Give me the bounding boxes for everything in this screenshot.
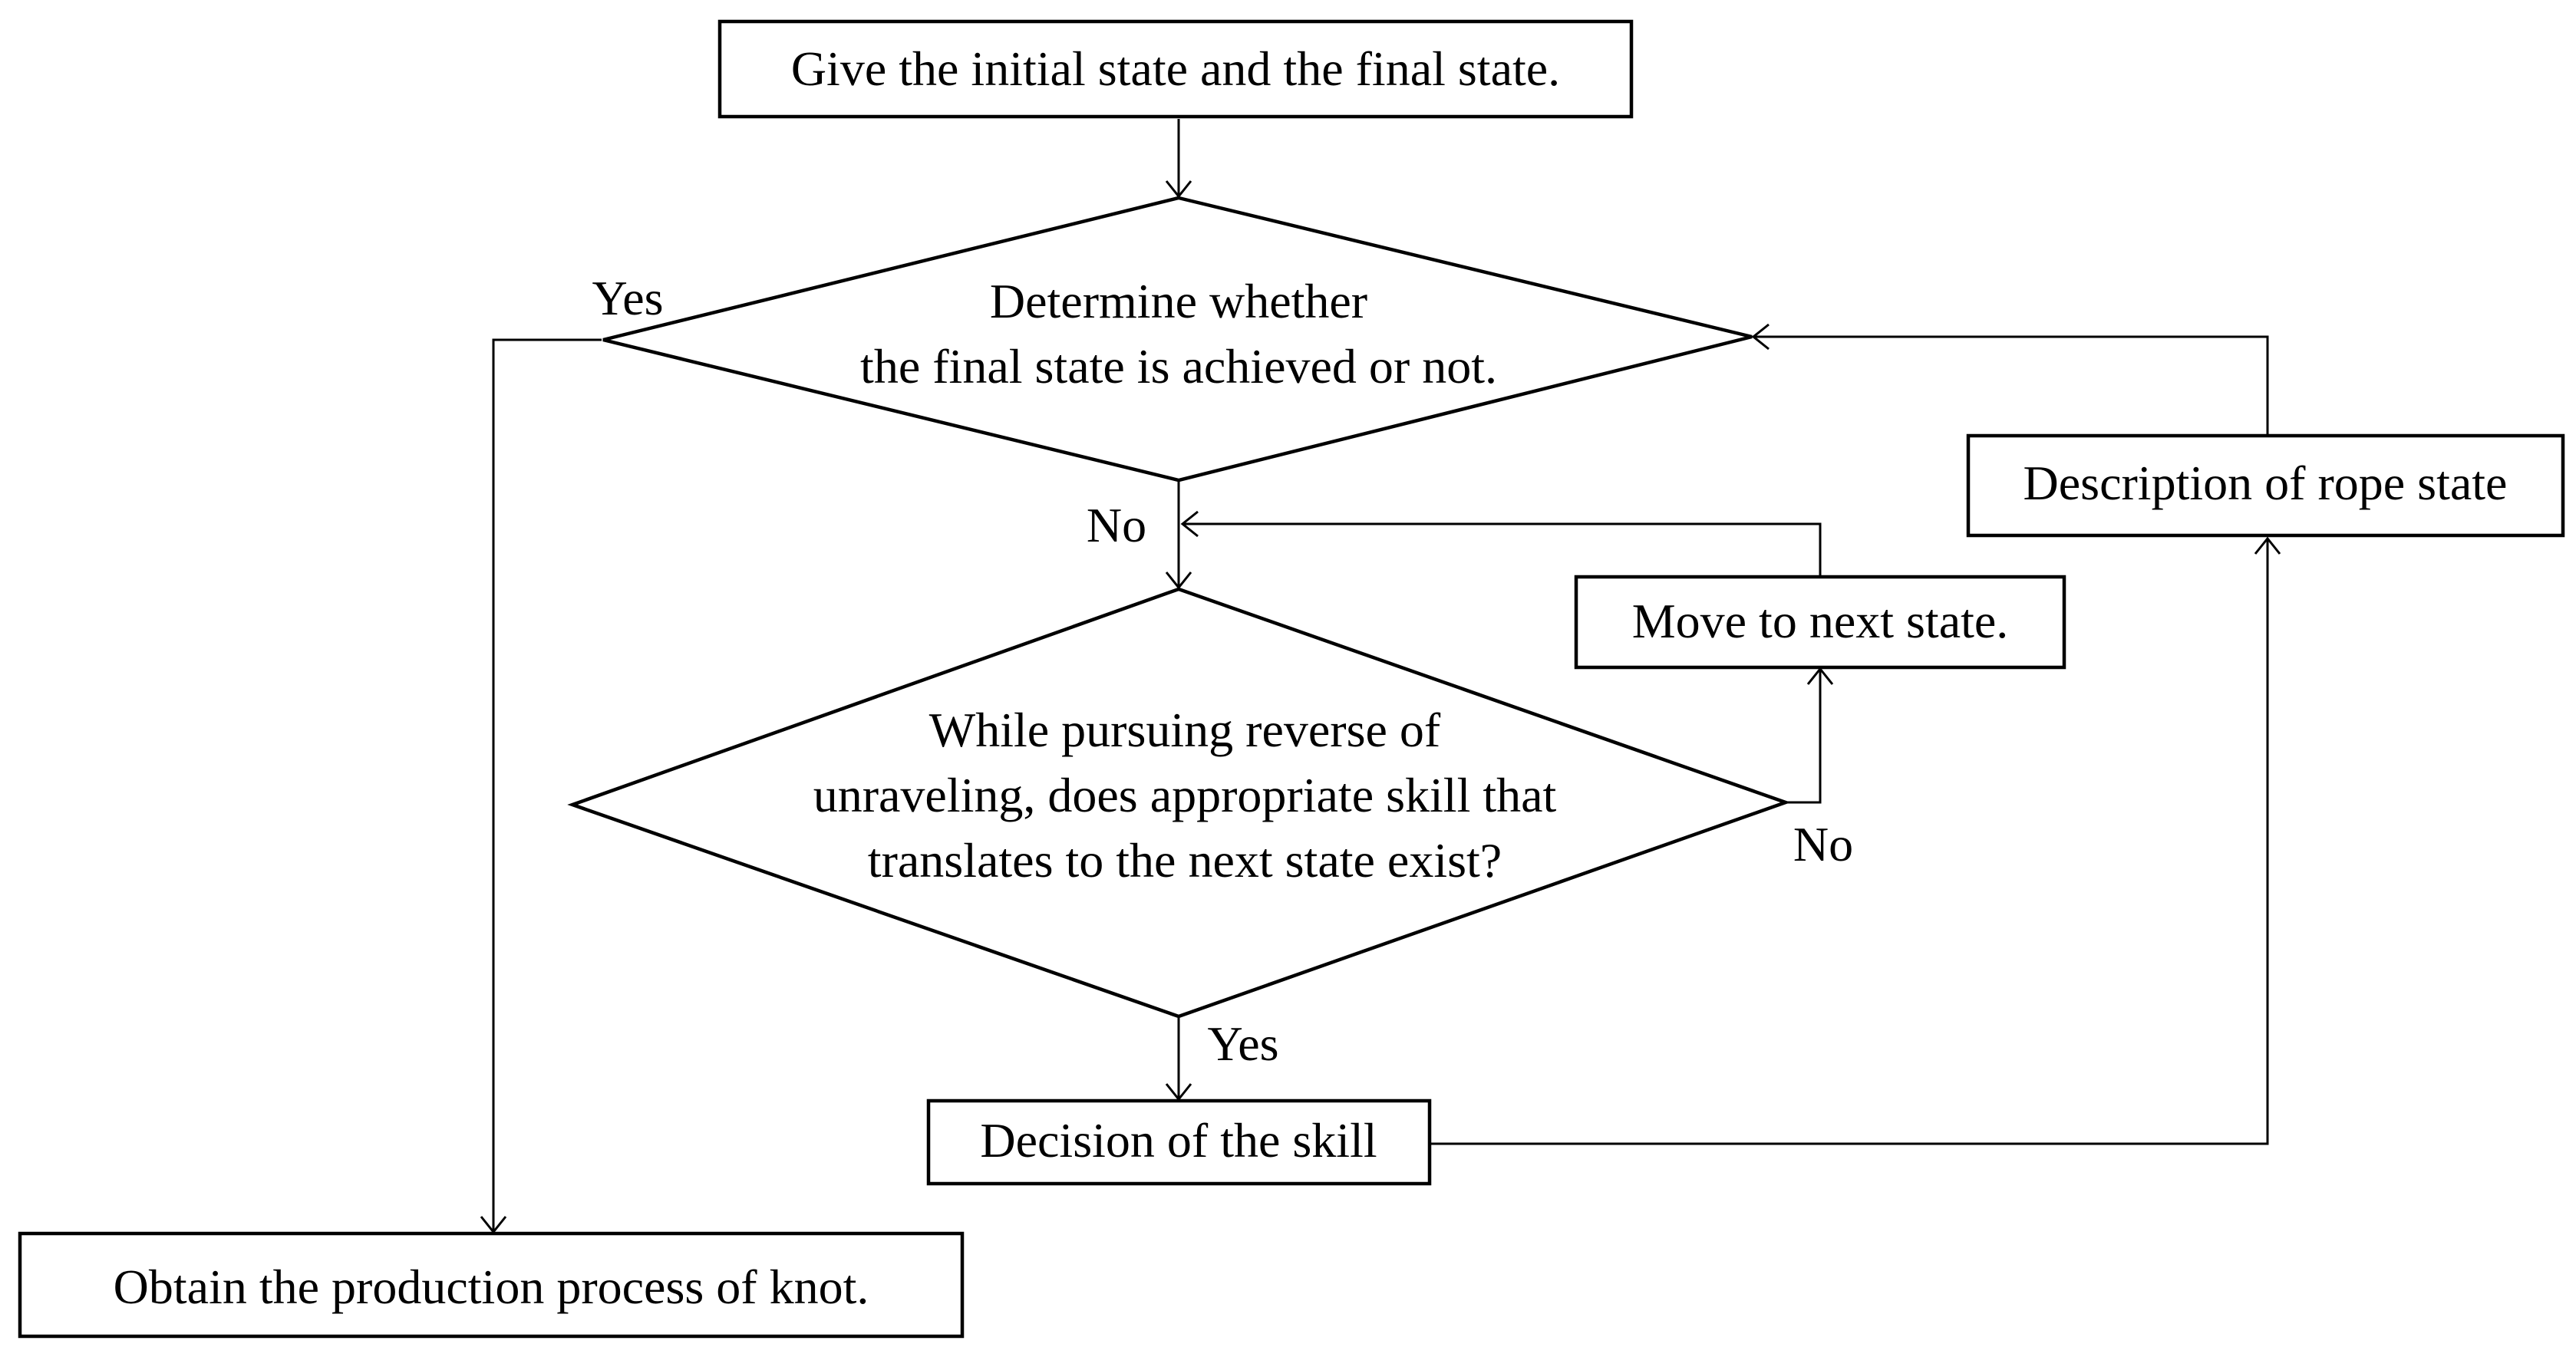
obtain-box-label: Obtain the production process of knot.	[114, 1260, 869, 1314]
arrow-skill-yes-to-decision	[1165, 1018, 1192, 1102]
arrow-move-next-loop	[1180, 510, 1822, 577]
connectors	[480, 119, 2281, 1234]
decision-skill-exists: While pursuing reverse of unraveling, do…	[567, 587, 1791, 1019]
obtain-box: Obtain the production process of knot.	[18, 1231, 965, 1339]
edge-label-skill-yes: Yes	[1207, 1016, 1278, 1071]
decision-skill-exists-line1: While pursuing reverse of	[929, 703, 1441, 757]
arrow-no-to-decision-skill	[1165, 480, 1192, 590]
decision-final-state-line1: Determine whether	[990, 274, 1367, 328]
arrow-skill-no-to-move-next	[1786, 667, 1834, 804]
edge-label-final-yes: Yes	[592, 271, 663, 325]
decide-skill-box: Decision of the skill	[926, 1098, 1432, 1186]
edge-label-skill-no: No	[1793, 817, 1853, 871]
describe-rope-box: Description of rope state	[1966, 433, 2565, 538]
describe-rope-box-label: Description of rope state	[2024, 456, 2508, 510]
arrow-decision-to-description	[1430, 536, 2281, 1145]
decision-final-state-line2: the final state is achieved or not.	[860, 339, 1497, 394]
decision-skill-exists-line2: unraveling, does appropriate skill that	[813, 768, 1557, 822]
decision-skill-exists-line3: translates to the next state exist?	[868, 833, 1502, 888]
decision-final-state: Determine whether the final state is ach…	[602, 196, 1753, 483]
move-next-box: Move to next state.	[1574, 575, 2066, 670]
arrow-yes-to-obtain	[480, 338, 602, 1234]
start-box-label: Give the initial state and the final sta…	[791, 41, 1560, 96]
arrow-description-to-decision-final	[1751, 323, 2269, 436]
decide-skill-box-label: Decision of the skill	[980, 1113, 1377, 1168]
arrow-start-to-decision-final	[1165, 119, 1192, 199]
edge-label-final-no: No	[1087, 498, 1146, 552]
move-next-box-label: Move to next state.	[1632, 594, 2009, 648]
start-box: Give the initial state and the final sta…	[717, 19, 1634, 119]
